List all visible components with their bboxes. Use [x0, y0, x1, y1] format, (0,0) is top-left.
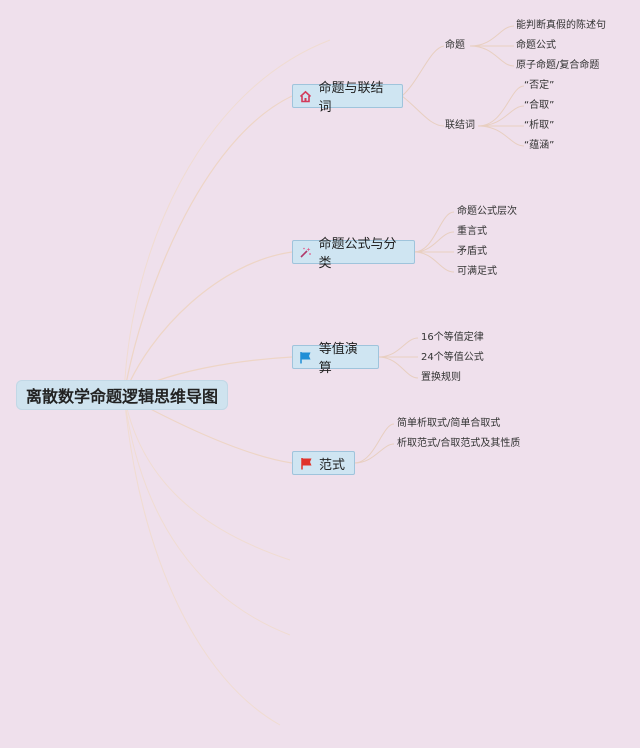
branch-label: 命题公式与分类 [318, 237, 397, 271]
branch-label: 范式 [319, 457, 346, 473]
leaf-item: 24个等值公式 [421, 352, 484, 363]
leaf-item: 矛盾式 [457, 246, 487, 257]
group-label-connectives: 联结词 [445, 120, 475, 131]
root-topic-label: 离散数学命题逻辑思维导图 [25, 387, 218, 406]
blue-flag-icon [299, 350, 313, 364]
branch-equivalence-calculus[interactable]: 等值演算 [292, 342, 379, 376]
leaf-item: 可满足式 [457, 266, 497, 277]
branch-label: 等值演算 [318, 342, 358, 376]
leaf-item: 重言式 [457, 226, 487, 237]
leaf-item: “析取” [524, 120, 555, 131]
leaf-item: “蕴涵” [524, 140, 555, 151]
magic-wand-icon [299, 245, 312, 259]
root-topic[interactable]: 离散数学命题逻辑思维导图 [16, 380, 228, 410]
leaf-item: 简单析取式/简单合取式 [397, 418, 501, 429]
group-label-proposition: 命题 [445, 40, 465, 51]
leaf-item: 命题公式层次 [457, 206, 517, 217]
leaf-item: “合取” [524, 100, 555, 111]
branch-normal-forms[interactable]: 范式 [292, 451, 355, 475]
leaf-item: 置换规则 [421, 372, 461, 383]
leaf-item: 能判断真假的陈述句 [516, 20, 606, 31]
leaf-item: 原子命题/复合命题 [516, 60, 600, 71]
leaf-item: 析取范式/合取范式及其性质 [397, 438, 521, 449]
red-flag-icon [299, 456, 313, 470]
leaf-item: 命题公式 [516, 40, 556, 51]
branch-formula-classification[interactable]: 命题公式与分类 [292, 237, 415, 271]
home-icon [299, 89, 313, 103]
leaf-item: “否定” [524, 80, 555, 91]
branch-label: 命题与联结词 [318, 81, 384, 115]
leaf-item: 16个等值定律 [421, 332, 484, 343]
branch-propositions-connectives[interactable]: 命题与联结词 [292, 81, 403, 115]
